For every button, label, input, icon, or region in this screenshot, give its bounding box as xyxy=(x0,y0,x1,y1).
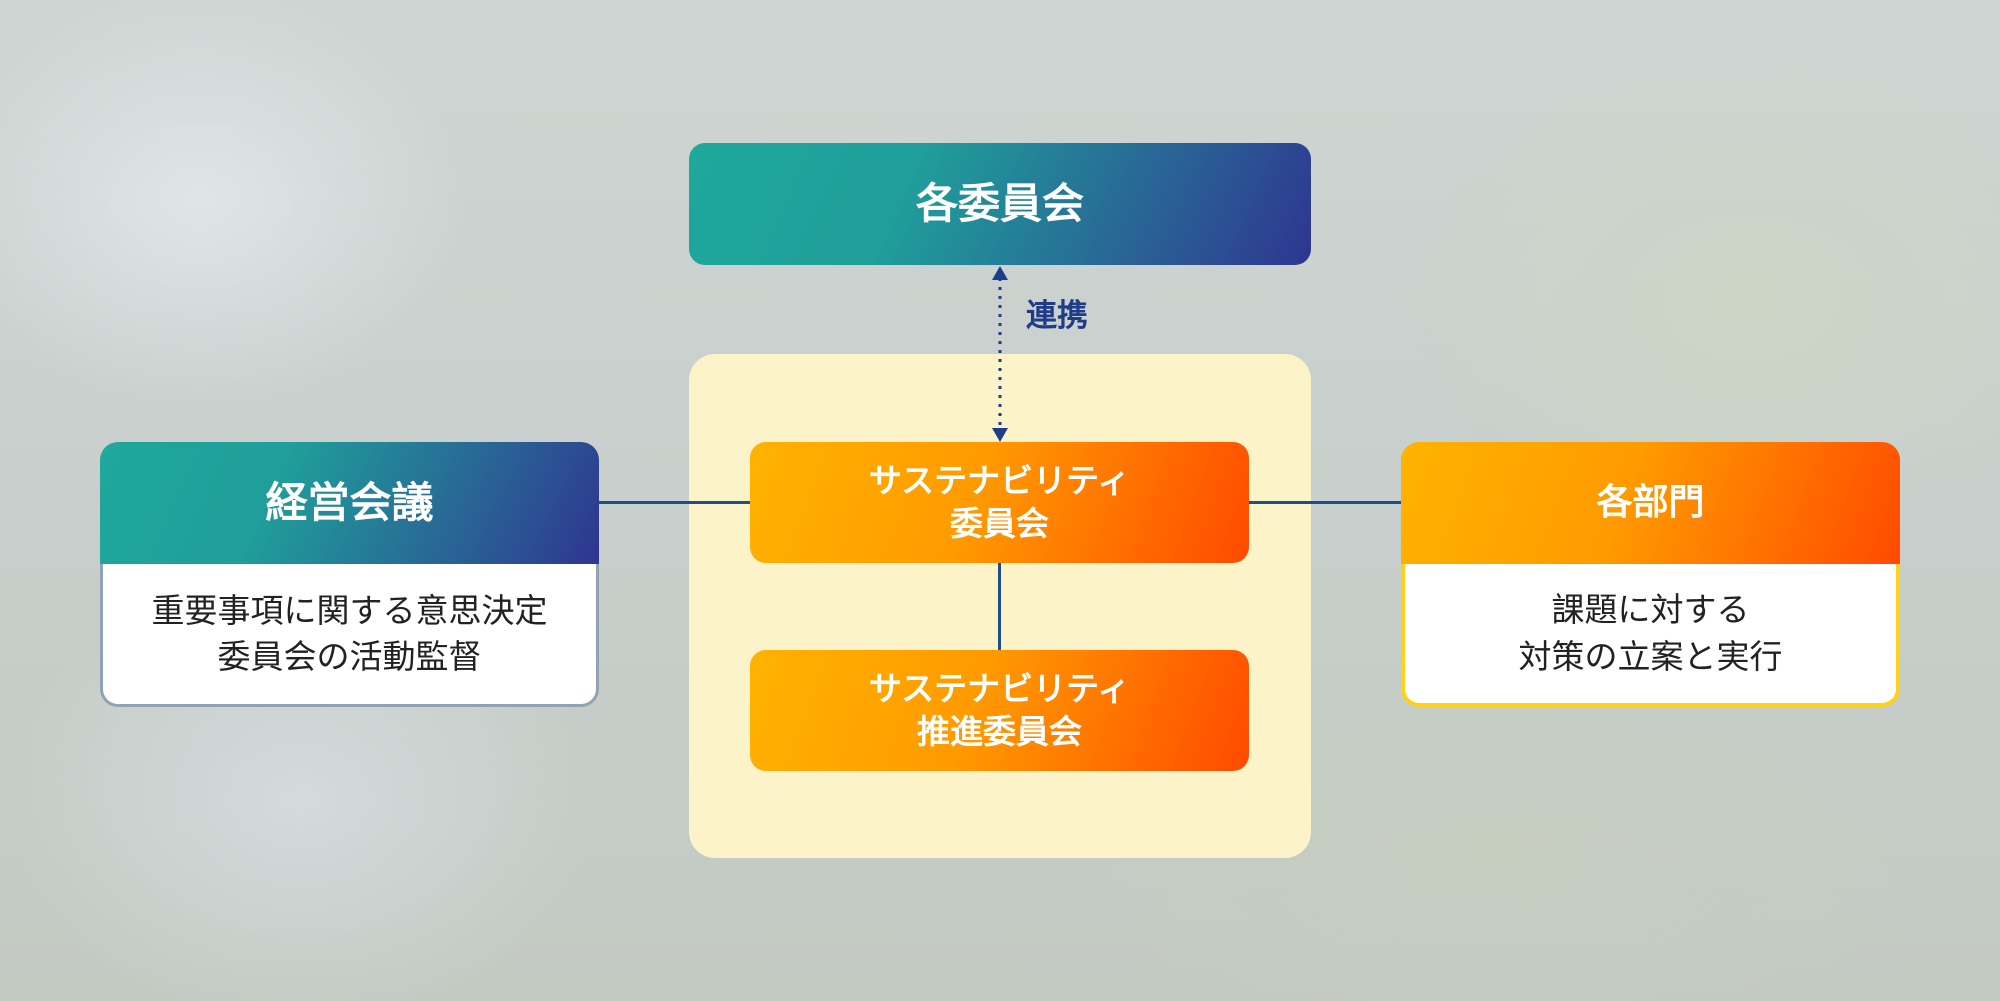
link-arrow-up-icon xyxy=(992,266,1008,280)
management-header: 経営会議 xyxy=(100,442,599,564)
management-description: 重要事項に関する意思決定 委員会の活動監督 xyxy=(100,564,599,707)
departments-card: 各部門 課題に対する 対策の立案と実行 xyxy=(1401,442,1900,707)
link-arrow-down-icon xyxy=(992,428,1008,442)
sustainability-promotion-line2: 推進委員会 xyxy=(917,711,1082,751)
management-desc-line1: 重要事項に関する意思決定 xyxy=(151,590,548,630)
committees-label: 各委員会 xyxy=(915,178,1084,228)
management-card: 経営会議 重要事項に関する意思決定 委員会の活動監督 xyxy=(100,442,599,707)
sustainability-committee-line2: 委員会 xyxy=(950,503,1049,543)
departments-description: 課題に対する 対策の立案と実行 xyxy=(1401,564,1900,707)
connector-left xyxy=(598,501,750,504)
departments-desc-line2: 対策の立案と実行 xyxy=(1518,636,1783,676)
sustainability-committee-line1: サステナビリティ xyxy=(868,460,1131,500)
management-desc-line2: 委員会の活動監督 xyxy=(217,637,482,676)
connector-right xyxy=(1249,501,1402,504)
link-connector xyxy=(992,266,1008,442)
departments-desc-line1: 課題に対する xyxy=(1551,590,1750,630)
departments-header: 各部門 xyxy=(1401,442,1900,564)
sustainability-promotion-box: サステナビリティ 推進委員会 xyxy=(750,650,1249,771)
connector-vertical xyxy=(998,562,1001,650)
link-label: 連携 xyxy=(1026,298,1088,334)
management-label: 経営会議 xyxy=(265,477,434,527)
sustainability-committee-box: サステナビリティ 委員会 xyxy=(750,442,1249,563)
departments-label: 各部門 xyxy=(1596,481,1705,523)
committees-box: 各委員会 xyxy=(689,143,1311,265)
sustainability-promotion-line1: サステナビリティ xyxy=(868,668,1131,708)
